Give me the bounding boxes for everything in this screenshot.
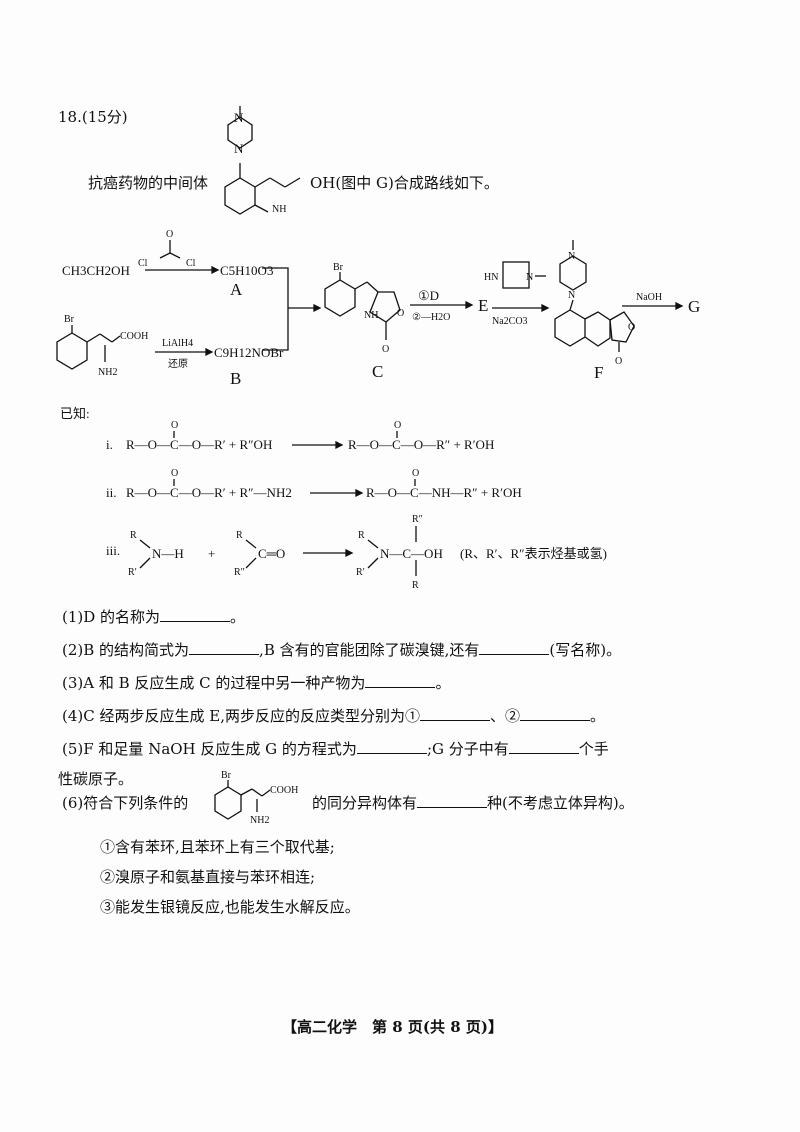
svg-text:O: O bbox=[615, 356, 622, 367]
svg-text:CH3CH2OH: CH3CH2OH bbox=[62, 263, 130, 278]
svg-text:COOH: COOH bbox=[270, 785, 298, 796]
svg-text:C═O: C═O bbox=[258, 546, 285, 561]
svg-text:N: N bbox=[526, 272, 533, 283]
question-3: (3)A 和 B 反应生成 C 的过程中另一种产物为。 bbox=[62, 673, 451, 692]
q6-structure: Br COOH NH2 bbox=[214, 770, 298, 826]
condition-2: ②溴原子和氨基直接与苯环相连; bbox=[100, 868, 316, 886]
known-reaction-ii: ii. R—O—C—O—R′ + R″—NH2 O R—O—C—NH—R″ + … bbox=[106, 468, 522, 500]
condition-3: ③能发生银镜反应,也能发生水解反应。 bbox=[100, 898, 360, 916]
svg-text:已知:: 已知: bbox=[60, 406, 90, 421]
svg-text:O: O bbox=[171, 468, 178, 479]
answer-blank[interactable] bbox=[520, 706, 590, 721]
svg-text:O: O bbox=[628, 322, 635, 333]
known-reaction-i: i. R—O—C—O—R′ + R″OH O R—O—C—O—R″ + R′OH… bbox=[106, 420, 494, 452]
svg-text:Cl: Cl bbox=[138, 258, 148, 269]
svg-text:NaOH: NaOH bbox=[636, 292, 662, 303]
svg-text:N: N bbox=[568, 251, 575, 262]
svg-text:COOH: COOH bbox=[120, 331, 148, 342]
svg-text:iii.: iii. bbox=[106, 543, 120, 558]
question-5: (5)F 和足量 NaOH 反应生成 G 的方程式为;G 分子中有个手 bbox=[62, 739, 609, 758]
answer-blank[interactable] bbox=[365, 673, 436, 688]
svg-text:Br: Br bbox=[333, 262, 344, 273]
svg-text:Br: Br bbox=[64, 314, 75, 325]
answer-blank[interactable] bbox=[417, 793, 488, 808]
svg-text:C9H12NOBr: C9H12NOBr bbox=[214, 345, 284, 360]
question-number: 18.(15分) bbox=[58, 108, 128, 126]
svg-text:O: O bbox=[412, 468, 419, 479]
svg-text:R″: R″ bbox=[412, 514, 423, 525]
intro-text: 抗癌药物的中间体 bbox=[88, 174, 209, 192]
svg-text:O: O bbox=[166, 229, 173, 240]
svg-text:O: O bbox=[382, 344, 389, 355]
svg-text:N: N bbox=[234, 141, 244, 156]
answer-blank[interactable] bbox=[160, 607, 231, 622]
svg-text:R′: R′ bbox=[356, 567, 365, 578]
svg-text:Cl: Cl bbox=[186, 258, 196, 269]
answer-blank[interactable] bbox=[189, 640, 260, 655]
answer-blank[interactable] bbox=[356, 739, 427, 754]
svg-text:R—O—C—O—R′ + R″OH: R—O—C—O—R′ + R″OH bbox=[126, 437, 272, 452]
svg-text:O: O bbox=[397, 308, 404, 319]
svg-text:ii.: ii. bbox=[106, 485, 116, 500]
svg-text:B: B bbox=[230, 369, 241, 388]
known-reaction-iii: iii. R R′ N—H + R R″ C═O R R′ N—C—OH R″ R (… bbox=[106, 514, 607, 591]
question-1: (1)D 的名称为。 bbox=[62, 607, 246, 626]
svg-text:R″: R″ bbox=[234, 567, 245, 578]
svg-text:NH: NH bbox=[272, 204, 286, 215]
answer-blank[interactable] bbox=[419, 706, 490, 721]
svg-text:①D: ①D bbox=[418, 288, 439, 303]
svg-text:G: G bbox=[688, 297, 700, 316]
svg-text:LiAlH4: LiAlH4 bbox=[162, 338, 193, 349]
question-6: 的同分异构体有种(不考虑立体异构)。 bbox=[312, 793, 634, 812]
intro-text-after: OH(图中 G)合成路线如下。 bbox=[310, 174, 499, 192]
svg-text:Na2CO3: Na2CO3 bbox=[492, 316, 528, 327]
svg-text:N: N bbox=[234, 110, 244, 125]
svg-text:O: O bbox=[171, 420, 178, 431]
svg-text:R—O—C—O—R″ + R′OH: R—O—C—O—R″ + R′OH bbox=[348, 437, 494, 452]
svg-text:R: R bbox=[412, 580, 419, 591]
svg-text:+: + bbox=[208, 546, 215, 561]
question-5-cont: 性碳原子。 bbox=[58, 770, 134, 788]
svg-text:C5H10O3: C5H10O3 bbox=[220, 263, 273, 278]
svg-text:(R、R′、R″表示烃基或氢): (R、R′、R″表示烃基或氢) bbox=[460, 546, 607, 561]
svg-text:E: E bbox=[478, 296, 488, 315]
svg-text:N—C—OH: N—C—OH bbox=[380, 546, 443, 561]
page-footer: 【高二化学 第 8 页(共 8 页)】 bbox=[282, 1018, 503, 1036]
svg-text:O: O bbox=[394, 420, 401, 431]
svg-text:R: R bbox=[358, 530, 365, 541]
answer-blank[interactable] bbox=[508, 739, 579, 754]
svg-text:NH: NH bbox=[364, 310, 378, 321]
svg-text:R: R bbox=[130, 530, 137, 541]
svg-text:F: F bbox=[594, 363, 603, 382]
svg-text:N—H: N—H bbox=[152, 546, 184, 561]
svg-text:NH2: NH2 bbox=[250, 815, 269, 826]
condition-1: ①含有苯环,且苯环上有三个取代基; bbox=[100, 838, 335, 856]
svg-text:N: N bbox=[568, 290, 575, 301]
svg-text:HN: HN bbox=[484, 272, 498, 283]
question-4: (4)C 经两步反应生成 E,两步反应的反应类型分别为①、②。 bbox=[62, 706, 606, 725]
svg-text:②—H2O: ②—H2O bbox=[412, 312, 450, 323]
svg-text:i.: i. bbox=[106, 437, 113, 452]
answer-blank[interactable] bbox=[479, 640, 550, 655]
question-6-pre: (6)符合下列条件的 bbox=[62, 794, 189, 812]
svg-text:R′: R′ bbox=[128, 567, 137, 578]
structure-g: N N NH bbox=[224, 106, 301, 215]
svg-text:R—O—C—O—R′ + R″—NH2: R—O—C—O—R′ + R″—NH2 bbox=[126, 485, 292, 500]
question-2: (2)B 的结构简式为,B 含有的官能团除了碳溴键,还有(写名称)。 bbox=[62, 640, 622, 659]
svg-text:R: R bbox=[236, 530, 243, 541]
svg-text:Br: Br bbox=[221, 770, 232, 781]
svg-text:还原: 还原 bbox=[168, 358, 188, 370]
svg-text:A: A bbox=[230, 280, 243, 299]
svg-text:NH2: NH2 bbox=[98, 367, 117, 378]
svg-text:C: C bbox=[372, 362, 383, 381]
svg-text:R—O—C—NH—R″ + R′OH: R—O—C—NH—R″ + R′OH bbox=[366, 485, 522, 500]
